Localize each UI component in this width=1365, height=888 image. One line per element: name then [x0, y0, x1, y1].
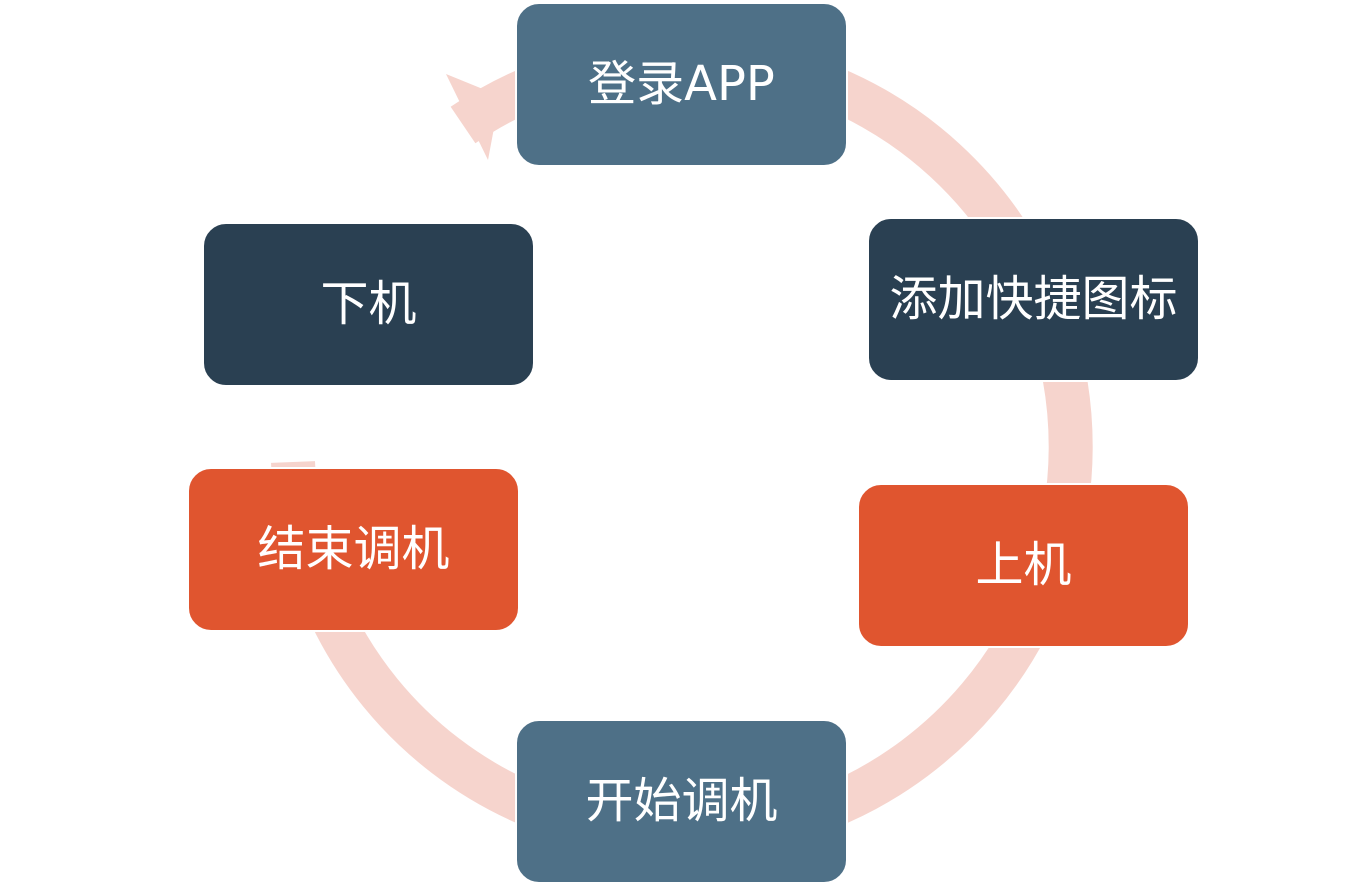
step-label: 结束调机 [257, 521, 450, 578]
step-label: 开始调机 [585, 773, 778, 830]
step-power-off: 下机 [202, 222, 535, 387]
step-label: 登录APP [588, 56, 775, 113]
step-add-shortcut-icon: 添加快捷图标 [867, 217, 1200, 382]
step-end-tuning: 结束调机 [187, 467, 520, 632]
step-label: 下机 [320, 276, 417, 333]
step-login-app: 登录APP [515, 2, 848, 167]
step-start-tuning: 开始调机 [515, 719, 848, 884]
step-power-on: 上机 [857, 483, 1190, 648]
step-label: 添加快捷图标 [889, 271, 1178, 328]
step-label: 上机 [975, 537, 1072, 594]
cycle-arrowhead-icon [446, 74, 500, 160]
